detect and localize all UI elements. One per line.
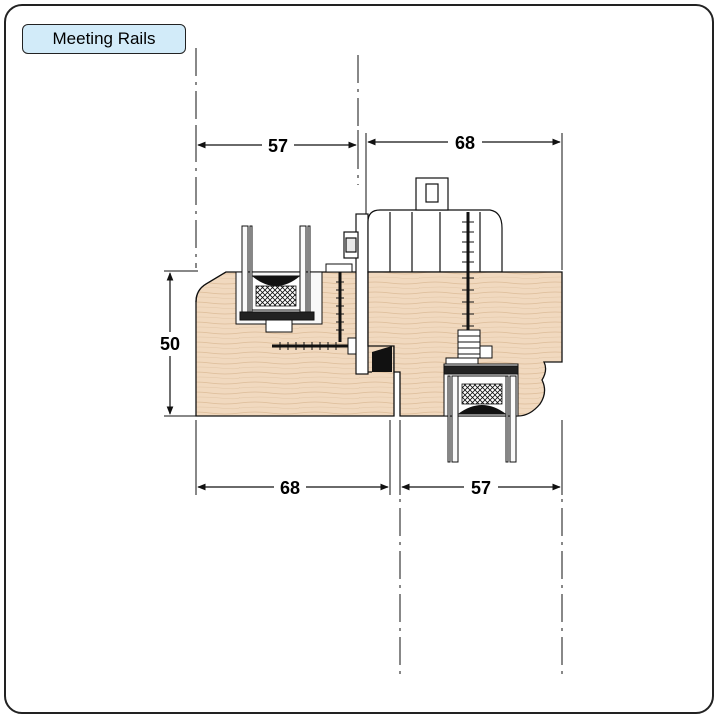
- left-sash: [195, 225, 399, 417]
- dim-label-top-left: 57: [268, 136, 288, 156]
- dim-label-top-right: 68: [455, 133, 475, 153]
- fitch-fastener-body: [367, 177, 503, 273]
- left-horizontal-screw: [272, 337, 359, 355]
- dimension-label-backgrounds: [156, 131, 498, 498]
- left-vertical-screw: [325, 263, 353, 342]
- fitch-fastener-bracket: [343, 213, 369, 375]
- meeting-rail-seal: [372, 346, 392, 372]
- right-sash: [367, 212, 563, 463]
- diagram-title: Meeting Rails: [22, 24, 186, 54]
- extension-lines: [195, 48, 563, 675]
- dim-label-bottom-right: 57: [471, 478, 491, 498]
- dim-label-bottom-left: 68: [280, 478, 300, 498]
- dim-label-height: 50: [160, 334, 180, 354]
- solid-extension-lines: [164, 128, 563, 495]
- right-glass-panes: [447, 375, 517, 463]
- right-vertical-screw: [445, 212, 493, 365]
